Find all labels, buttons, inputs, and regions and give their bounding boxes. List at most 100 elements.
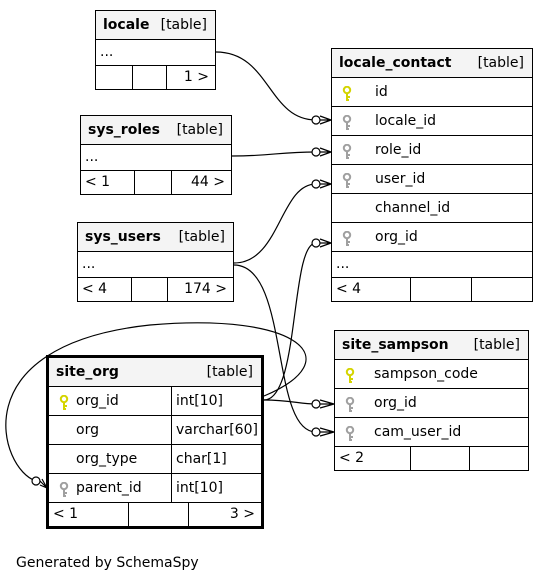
column-row-org-id[interactable]: org_id [332,222,532,251]
table-header: site_sampson [table] [335,331,528,359]
crowfoot-marker [319,427,335,437]
column-type: varchar[60] [171,416,258,444]
column-row-org-type[interactable]: org_type char[1] [49,444,261,473]
table-footer: < 4 [332,277,532,301]
child-count: 44 > [171,171,231,194]
column-count [134,171,171,194]
table-header: locale [table] [96,11,215,39]
parent-count: < 4 [82,281,108,297]
column-type: char[1] [171,445,227,473]
table-header: sys_roles [table] [81,116,231,144]
table-name: site_sampson [342,337,449,353]
table-ellipsis-row: ... [332,251,532,277]
foreign-key-icon [345,395,355,424]
table-kind: [table] [178,229,225,245]
edge-end-marker [311,147,321,157]
table-kind: [table] [206,364,253,380]
ellipsis: ... [336,256,350,272]
table-footer: < 1 44 > [81,170,231,194]
child-count: 174 > [167,278,233,301]
table-header: sys_users [table] [78,223,233,251]
child-count [471,278,532,301]
column-row-sampson-code[interactable]: sampson_code [335,359,528,388]
crowfoot-marker [319,399,335,409]
parent-count [96,66,132,89]
column-name: channel_id [375,200,451,216]
table-ellipsis-row: ... [81,144,231,170]
foreign-key-icon [59,480,69,509]
table-kind: [table] [176,122,223,138]
parent-count: < 4 [336,281,362,297]
edge-site-org-to-locale-contact [263,242,317,401]
column-row-org-id[interactable]: org_id [335,388,528,417]
column-type: int[10] [171,474,223,502]
generator-caption: Generated by SchemaSpy [16,555,199,571]
edge-locale-to-locale-contact [215,51,317,121]
child-count [469,447,528,470]
table-footer: < 1 3 > [49,502,261,526]
column-name: parent_id [76,480,142,496]
column-name: cam_user_id [374,424,462,440]
primary-key-icon [342,84,352,113]
table-kind: [table] [473,337,520,353]
table-ellipsis-row: ... [78,251,233,277]
column-type: int[10] [171,387,223,415]
table-name: site_org [56,364,119,380]
table-locale-contact[interactable]: locale_contact [table] id locale_id role… [331,48,533,302]
column-row-cam-user-id[interactable]: cam_user_id [335,417,528,446]
table-footer: < 2 [335,446,528,470]
column-name: org [76,422,99,438]
column-row-org[interactable]: org varchar[60] [49,415,261,444]
table-header: site_org [table] [49,358,261,386]
column-row-role-id[interactable]: role_id [332,135,532,164]
table-sys-users[interactable]: sys_users [table] ... < 4 174 > [77,222,234,302]
table-kind: [table] [477,55,524,71]
table-site-sampson[interactable]: site_sampson [table] sampson_code org_id… [334,330,529,471]
table-kind: [table] [160,17,207,33]
edge-end-marker [311,179,321,189]
parent-count: < 1 [53,506,79,522]
child-count: 1 > [166,66,215,89]
table-name: locale [103,17,150,33]
column-row-org-id[interactable]: org_id int[10] [49,386,261,415]
child-count: 3 > [188,503,261,526]
edge-end-marker [31,476,41,486]
foreign-key-icon [342,142,352,171]
table-name: sys_users [85,229,161,245]
column-name: id [375,84,388,100]
primary-key-icon [59,393,69,422]
table-site-org[interactable]: site_org [table] org_id int[10] org varc… [46,355,264,529]
column-name: org_id [374,395,417,411]
crowfoot-marker [319,147,332,157]
parent-count: < 1 [85,174,111,190]
column-name: role_id [375,142,422,158]
column-name: sampson_code [374,366,478,382]
column-row-parent-id[interactable]: parent_id int[10] [49,473,261,502]
table-locale[interactable]: locale [table] ... 1 > [95,10,216,90]
ellipsis: ... [100,44,114,60]
edge-site-org-self-reference [5,322,307,482]
column-name: user_id [375,171,426,187]
table-name: locale_contact [339,55,452,71]
column-row-locale-id[interactable]: locale_id [332,106,532,135]
column-count [131,278,167,301]
column-name: locale_id [375,113,437,129]
table-sys-roles[interactable]: sys_roles [table] ... < 1 44 > [80,115,232,195]
table-ellipsis-row: ... [96,39,215,65]
column-row-id[interactable]: id [332,77,532,106]
edge-end-marker [311,115,321,125]
edge-sys-roles-to-locale-contact [231,151,317,157]
table-footer: < 4 174 > [78,277,233,301]
edge-end-marker [311,427,321,437]
column-name: org_type [76,451,138,467]
column-row-channel-id[interactable]: channel_id [332,193,532,222]
crowfoot-marker [319,115,332,125]
foreign-key-icon [342,171,352,200]
foreign-key-icon [342,113,352,142]
column-name: org_id [76,393,119,409]
edge-sys-users-to-locale-contact [233,183,317,264]
column-row-user-id[interactable]: user_id [332,164,532,193]
column-name: org_id [375,229,418,245]
parent-count: < 2 [339,450,365,466]
